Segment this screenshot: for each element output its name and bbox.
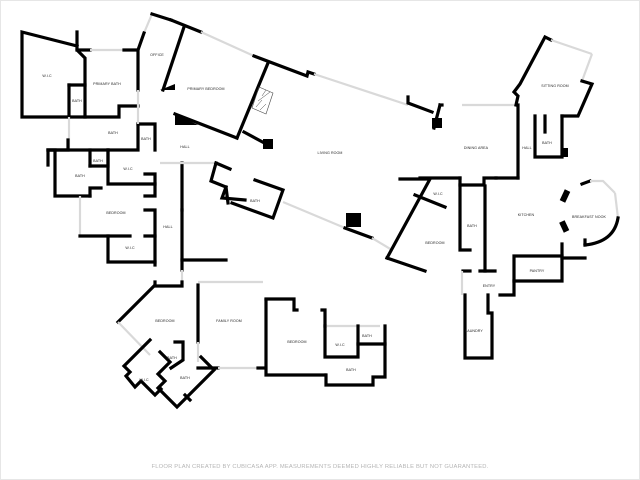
hall-walls <box>136 90 228 282</box>
room-label-bath: BATH <box>75 174 85 178</box>
south-wing-walls <box>115 280 387 410</box>
room-label-office: OFFICE <box>150 53 164 57</box>
room-label-pantry: PANTRY <box>529 269 545 273</box>
room-label-laundry: LAUNDRY <box>465 329 483 333</box>
room-label-bath: BATH <box>250 199 260 203</box>
east-wing-walls <box>384 34 620 360</box>
room-label-bath: BATH <box>108 131 118 135</box>
disclaimer-footer: FLOOR PLAN CREATED BY CUBICASA APP. MEAS… <box>151 464 489 470</box>
room-label-bath: BATH <box>542 141 552 145</box>
room-label-breakfast-nook: BREAKFAST NOOK <box>571 215 607 219</box>
room-label-bath: BATH <box>72 99 82 103</box>
room-label-bath: BATH <box>141 137 151 141</box>
room-label-bath: BATH <box>93 159 103 163</box>
room-label-hall: HALL <box>163 225 173 229</box>
room-label-bedroom: BEDROOM <box>425 241 445 245</box>
room-label-entry: ENTRY <box>482 284 496 288</box>
west-wing-walls <box>20 29 157 267</box>
room-label-wic: W.I.C <box>139 378 149 382</box>
room-label-bath: BATH <box>180 376 190 380</box>
room-label-bath: BATH <box>346 368 356 372</box>
room-label-primary-bedroom: PRIMARY BEDROOM <box>187 87 225 91</box>
room-label-bath: BATH <box>467 224 477 228</box>
room-label-wic: W.I.C <box>335 343 345 347</box>
stairs-icon <box>251 86 274 115</box>
room-label-primary-bath: PRIMARY BATH <box>93 82 121 86</box>
room-label-sitting-room: SITTING ROOM <box>541 84 569 88</box>
room-label-living-room: LIVING ROOM <box>317 151 343 155</box>
primary-suite-walls <box>135 11 409 149</box>
room-label-wic: W.I.C <box>123 167 133 171</box>
room-label-bedroom: BEDROOM <box>106 211 126 215</box>
room-label-bedroom: BEDROOM <box>155 319 175 323</box>
room-label-bath: BATH <box>167 356 177 360</box>
room-label-wic: W.I.C <box>125 246 135 250</box>
room-label-kitchen: KITCHEN <box>517 213 535 217</box>
room-label-bedroom: BEDROOM <box>287 340 307 344</box>
room-label-bath: BATH <box>362 334 372 338</box>
living-bath-walls <box>160 160 393 251</box>
room-label-family-room: FAMILY ROOM <box>216 319 242 323</box>
room-label-hall: HALL <box>180 145 190 149</box>
room-label-wic: W.I.C <box>433 192 443 196</box>
room-label-dining-area: DINING AREA <box>463 146 489 150</box>
room-label-wic: W.I.C <box>42 74 52 78</box>
room-label-hall: HALL <box>522 146 532 150</box>
